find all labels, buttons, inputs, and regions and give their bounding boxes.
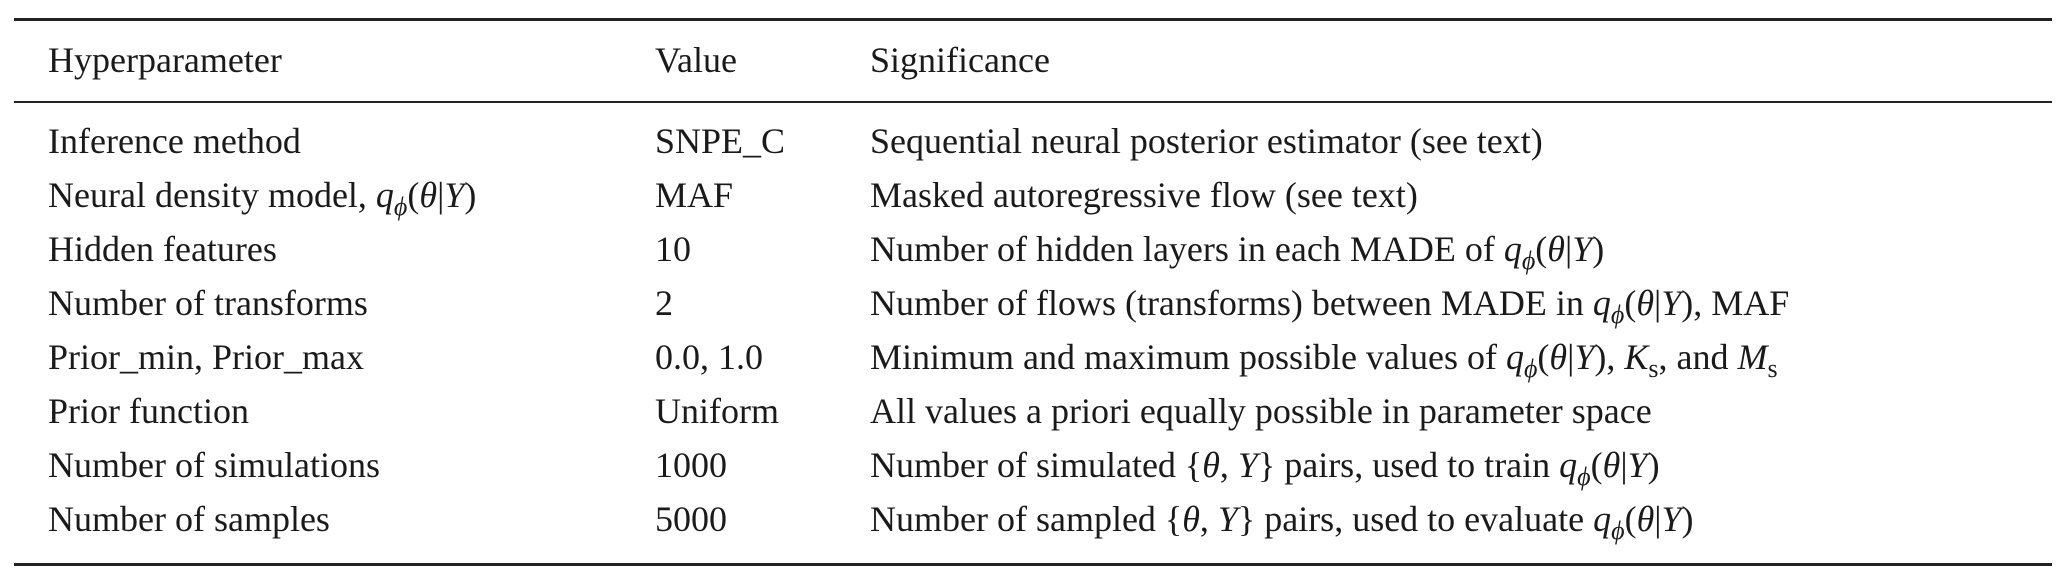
header-value: Value: [655, 40, 737, 80]
hyperparameter-cell: Prior_min, Prior_max: [48, 337, 364, 377]
significance-cell: Masked autoregressive flow (see text): [870, 175, 1418, 215]
hyperparameter-cell: Inference method: [48, 121, 301, 161]
significance-cell: All values a priori equally possible in …: [870, 391, 1652, 431]
table-row: Number of transforms 2 Number of flows (…: [0, 276, 2067, 330]
hyperparameter-cell: Neural density model, qϕ(θ|Y): [48, 175, 477, 221]
table-top-rule: [14, 18, 2052, 21]
value-cell: SNPE_C: [655, 121, 786, 161]
value-cell: MAF: [655, 175, 734, 215]
table-header-row: Hyperparameter Value Significance: [0, 33, 2067, 87]
value-cell: 2: [655, 283, 673, 323]
table-row: Prior_min, Prior_max 0.0, 1.0 Minimum an…: [0, 330, 2067, 384]
table-row: Number of simulations 1000 Number of sim…: [0, 438, 2067, 492]
value-cell: 5000: [655, 499, 727, 539]
hyperparameter-cell: Hidden features: [48, 229, 277, 269]
table-header-rule: [14, 101, 2052, 103]
hyperparameter-cell: Number of samples: [48, 499, 330, 539]
table-row: Prior function Uniform All values a prio…: [0, 384, 2067, 438]
significance-cell: Number of flows (transforms) between MAD…: [870, 283, 1790, 329]
hyperparameter-cell: Number of transforms: [48, 283, 368, 323]
table-row: Inference method SNPE_C Sequential neura…: [0, 114, 2067, 168]
table-row: Number of samples 5000 Number of sampled…: [0, 492, 2067, 546]
significance-cell: Minimum and maximum possible values of q…: [870, 337, 1778, 383]
value-cell: 0.0, 1.0: [655, 337, 763, 377]
significance-cell: Sequential neural posterior estimator (s…: [870, 121, 1543, 161]
header-significance: Significance: [870, 40, 1050, 80]
value-cell: 1000: [655, 445, 727, 485]
hyperparameter-cell: Number of simulations: [48, 445, 380, 485]
table-bottom-rule: [14, 563, 2052, 566]
hyperparameter-cell: Prior function: [48, 391, 249, 431]
significance-cell: Number of hidden layers in each MADE of …: [870, 229, 1605, 275]
table-row: Neural density model, qϕ(θ|Y) MAF Masked…: [0, 168, 2067, 222]
value-cell: 10: [655, 229, 691, 269]
significance-cell: Number of sampled {θ, Y} pairs, used to …: [870, 499, 1694, 545]
significance-cell: Number of simulated {θ, Y} pairs, used t…: [870, 445, 1660, 491]
value-cell: Uniform: [655, 391, 779, 431]
table-row: Hidden features 10 Number of hidden laye…: [0, 222, 2067, 276]
header-hyperparameter: Hyperparameter: [48, 40, 282, 80]
